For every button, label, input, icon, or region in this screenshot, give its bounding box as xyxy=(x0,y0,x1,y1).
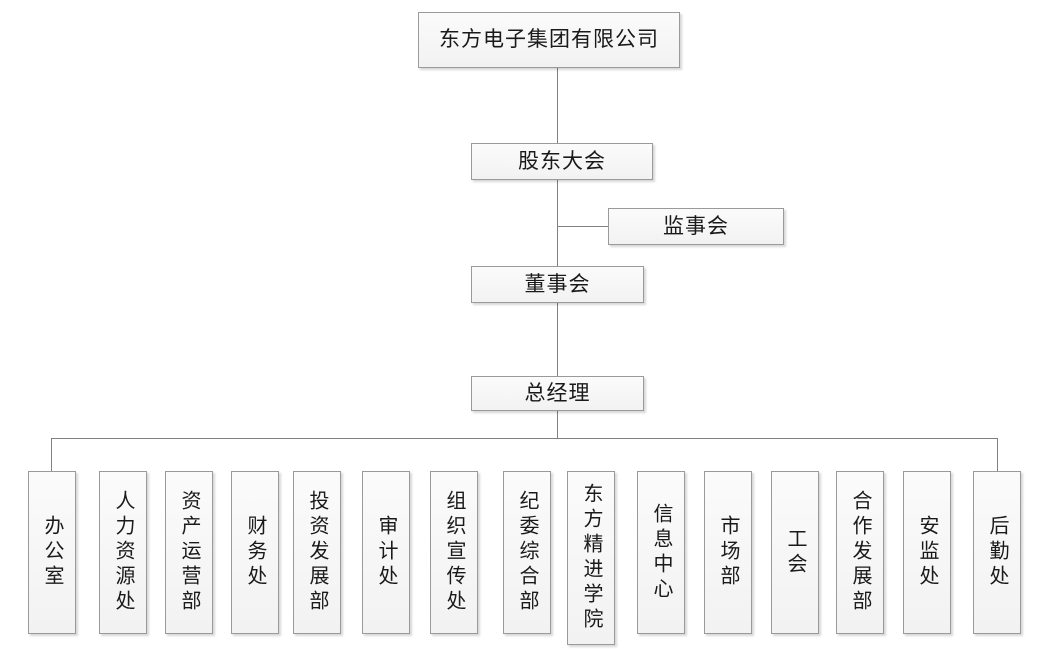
connector-department-bus xyxy=(51,438,998,439)
node-department-finance-label: 财务处 xyxy=(244,515,266,590)
node-department-human-resources-label: 人力资源处 xyxy=(112,490,134,615)
node-department-dongfang-academy[interactable]: 东方精进学院 xyxy=(567,471,615,645)
node-department-logistics[interactable]: 后勤处 xyxy=(973,471,1021,634)
node-board-of-directors[interactable]: 董事会 xyxy=(471,266,644,303)
node-department-marketing[interactable]: 市场部 xyxy=(704,471,752,634)
node-department-cooperation-development[interactable]: 合作发展部 xyxy=(836,471,884,634)
node-department-asset-operations-label: 资产运营部 xyxy=(178,490,200,615)
node-department-organization-publicity-label: 组织宣传处 xyxy=(443,490,465,615)
node-department-finance[interactable]: 财务处 xyxy=(231,471,279,634)
node-department-asset-operations[interactable]: 资产运营部 xyxy=(165,471,213,634)
node-department-labor-union[interactable]: 工会 xyxy=(771,471,819,634)
connector-directors-to-manager xyxy=(557,303,558,376)
node-department-safety-supervision-label: 安监处 xyxy=(916,515,938,590)
node-department-dongfang-academy-label: 东方精进学院 xyxy=(580,483,602,633)
node-company[interactable]: 东方电子集团有限公司 xyxy=(418,12,680,68)
node-department-information-center[interactable]: 信息中心 xyxy=(637,471,685,634)
connector-manager-to-bus xyxy=(557,411,558,438)
node-department-safety-supervision[interactable]: 安监处 xyxy=(903,471,951,634)
node-department-human-resources[interactable]: 人力资源处 xyxy=(99,471,147,634)
node-shareholders-meeting-label: 股东大会 xyxy=(518,148,606,173)
node-department-information-center-label: 信息中心 xyxy=(650,502,672,603)
node-board-of-directors-label: 董事会 xyxy=(524,271,591,296)
node-department-discipline-inspection[interactable]: 纪委综合部 xyxy=(503,471,551,634)
node-department-marketing-label: 市场部 xyxy=(717,515,739,590)
connector-bus-to-first-department xyxy=(51,438,52,471)
node-department-audit[interactable]: 审计处 xyxy=(362,471,410,634)
connector-spine-to-supervisors xyxy=(557,226,609,227)
connector-bus-to-last-department xyxy=(997,438,998,471)
node-department-investment-development[interactable]: 投资发展部 xyxy=(293,471,341,634)
node-general-manager-label: 总经理 xyxy=(524,380,591,405)
node-department-audit-label: 审计处 xyxy=(375,515,397,590)
connector-shareholders-to-directors xyxy=(557,180,558,266)
node-department-office-label: 办公室 xyxy=(41,515,63,590)
node-department-investment-development-label: 投资发展部 xyxy=(306,490,328,615)
node-department-cooperation-development-label: 合作发展部 xyxy=(849,490,871,615)
node-general-manager[interactable]: 总经理 xyxy=(471,376,644,411)
node-shareholders-meeting[interactable]: 股东大会 xyxy=(471,143,653,180)
node-department-logistics-label: 后勤处 xyxy=(986,515,1008,590)
node-department-discipline-inspection-label: 纪委综合部 xyxy=(516,490,538,615)
node-supervisory-board[interactable]: 监事会 xyxy=(608,208,784,245)
connector-company-to-shareholders xyxy=(557,68,558,145)
node-supervisory-board-label: 监事会 xyxy=(663,213,729,238)
node-department-organization-publicity[interactable]: 组织宣传处 xyxy=(430,471,478,634)
node-company-label: 东方电子集团有限公司 xyxy=(439,27,659,52)
node-department-office[interactable]: 办公室 xyxy=(28,471,76,634)
node-department-labor-union-label: 工会 xyxy=(784,527,806,578)
